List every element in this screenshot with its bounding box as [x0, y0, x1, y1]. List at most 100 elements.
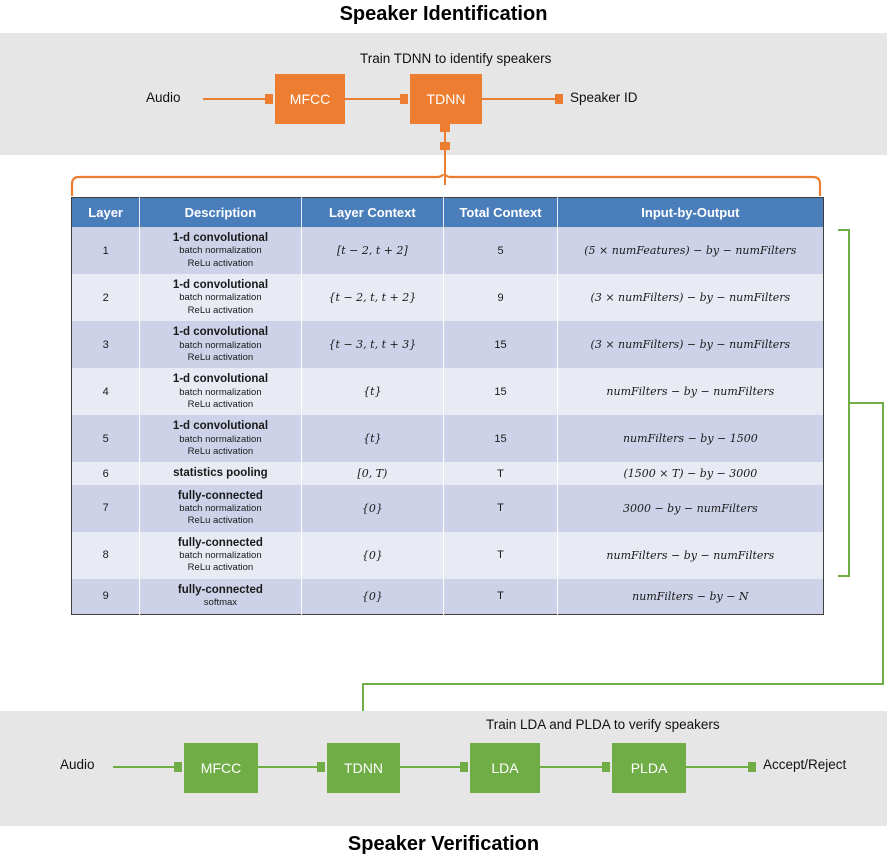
arrow-tdnn-to-output-head	[555, 94, 563, 104]
cell-description-sub: ReLu activation	[187, 562, 254, 574]
cell-layer-context: {t − 3, t, t + 3}	[301, 321, 445, 369]
cell-layer-context: {0}	[301, 531, 445, 579]
cell-layer: 1	[71, 227, 141, 275]
cell-description-main: statistics pooling	[173, 467, 268, 480]
arrow-audio-to-mfcc-line-v	[113, 766, 174, 768]
cell-total-context: 5	[443, 227, 558, 275]
arrow-lda-to-plda-line	[540, 766, 602, 768]
column-header-layer: Layer	[71, 197, 141, 227]
cell-input-by-output: (3 × numFilters) − by − numFilters	[557, 274, 824, 322]
verification-input-label: Audio	[60, 757, 95, 772]
cell-description-main: fully-connected	[177, 489, 263, 502]
cell-description-main: 1-d convolutional	[172, 420, 269, 433]
cell-input-by-output: (5 × numFeatures) − by − numFilters	[557, 227, 824, 275]
cell-layer: 7	[71, 484, 141, 532]
cell-layer-context: [0, T)	[301, 462, 445, 485]
cell-layer-context: {t}	[301, 368, 445, 416]
verification-block-plda[interactable]: PLDA	[612, 743, 686, 793]
connector-tdnn-stem-upper	[444, 129, 446, 143]
verification-block-lda[interactable]: LDA	[470, 743, 540, 793]
verification-block-plda-label: PLDA	[630, 760, 668, 776]
identification-block-tdnn[interactable]: TDNN	[410, 74, 482, 124]
identification-block-mfcc[interactable]: MFCC	[275, 74, 345, 124]
cell-input-by-output: (1500 × T) − by − 3000	[557, 462, 824, 485]
cell-input-by-output: numFilters − by − numFilters	[557, 368, 824, 416]
verification-block-lda-label: LDA	[491, 760, 519, 776]
cell-layer: 2	[71, 274, 141, 322]
arrow-tdnn-to-output-line	[482, 98, 555, 100]
verification-band	[0, 711, 887, 826]
cell-description-sub: batch normalization	[179, 386, 262, 398]
arrow-plda-to-output-line	[686, 766, 748, 768]
cell-layer: 3	[71, 321, 141, 369]
cell-description-main: fully-connected	[177, 536, 263, 549]
cell-layer-context: [t − 2, t + 2]	[301, 227, 445, 275]
table-header-row: Layer Description Layer Context Total Co…	[71, 197, 824, 227]
cell-description-sub: batch normalization	[179, 433, 262, 445]
verification-block-mfcc[interactable]: MFCC	[184, 743, 258, 793]
cell-total-context: T	[443, 531, 558, 579]
cell-description-main: fully-connected	[177, 583, 263, 596]
cell-description-sub: batch normalization	[179, 245, 262, 257]
cell-input-by-output: numFilters − by − numFilters	[557, 531, 824, 579]
cell-layer: 4	[71, 368, 141, 416]
green-bracket-top-nub	[838, 229, 850, 231]
cell-input-by-output: 3000 − by − numFilters	[557, 484, 824, 532]
identification-caption: Train TDNN to identify speakers	[360, 51, 552, 66]
orange-table-brace	[70, 174, 822, 196]
cell-description-main: 1-d convolutional	[172, 232, 269, 244]
identification-input-label: Audio	[146, 90, 181, 105]
arrow-audio-to-mfcc-head	[265, 94, 273, 104]
cell-description-sub: batch normalization	[179, 339, 262, 351]
verification-caption: Train LDA and PLDA to verify speakers	[486, 717, 720, 732]
cell-description-main: 1-d convolutional	[172, 373, 269, 386]
arrow-audio-to-mfcc-head-v	[174, 762, 182, 772]
arrow-tdnn-to-lda-head	[460, 762, 468, 772]
cell-total-context: T	[443, 578, 558, 615]
cell-description-main: 1-d convolutional	[172, 326, 269, 339]
cell-input-by-output: (3 × numFilters) − by − numFilters	[557, 321, 824, 369]
column-header-layer-context: Layer Context	[301, 197, 445, 227]
cell-total-context: T	[443, 484, 558, 532]
cell-description-sub: ReLu activation	[187, 351, 254, 363]
cell-total-context: 15	[443, 321, 558, 369]
green-branch-vertical-to-tdnn	[362, 683, 364, 735]
verification-block-tdnn[interactable]: TDNN	[327, 743, 400, 793]
identification-block-mfcc-label: MFCC	[289, 91, 331, 107]
verification-block-mfcc-label: MFCC	[200, 760, 242, 776]
cell-description: statistics pooling	[139, 462, 302, 485]
green-branch-vertical-right	[882, 402, 884, 685]
arrow-mfcc-to-tdnn-line-v	[258, 766, 317, 768]
cell-layer-context: {t}	[301, 415, 445, 463]
green-bracket-bottom-nub	[838, 575, 850, 577]
cell-description-sub: softmax	[203, 597, 238, 609]
verification-output-label: Accept/Reject	[763, 757, 847, 772]
cell-description-sub: batch normalization	[179, 292, 262, 304]
cell-input-by-output: numFilters − by − 1500	[557, 415, 824, 463]
cell-layer-context: {t − 2, t, t + 2}	[301, 274, 445, 322]
identification-block-tdnn-label: TDNN	[426, 91, 466, 107]
cell-description-sub: ReLu activation	[187, 445, 254, 457]
cell-description-main: 1-d convolutional	[172, 279, 269, 292]
cell-description-sub: ReLu activation	[187, 515, 254, 527]
cell-layer: 5	[71, 415, 141, 463]
page-title-verification: Speaker Verification	[347, 833, 540, 855]
cell-total-context: T	[443, 462, 558, 485]
cell-layer-context: {0}	[301, 578, 445, 615]
page-title-identification: Speaker Identification	[339, 3, 548, 25]
connector-tdnn-stem-lower	[444, 150, 446, 185]
arrow-mfcc-to-tdnn-line	[345, 98, 400, 100]
